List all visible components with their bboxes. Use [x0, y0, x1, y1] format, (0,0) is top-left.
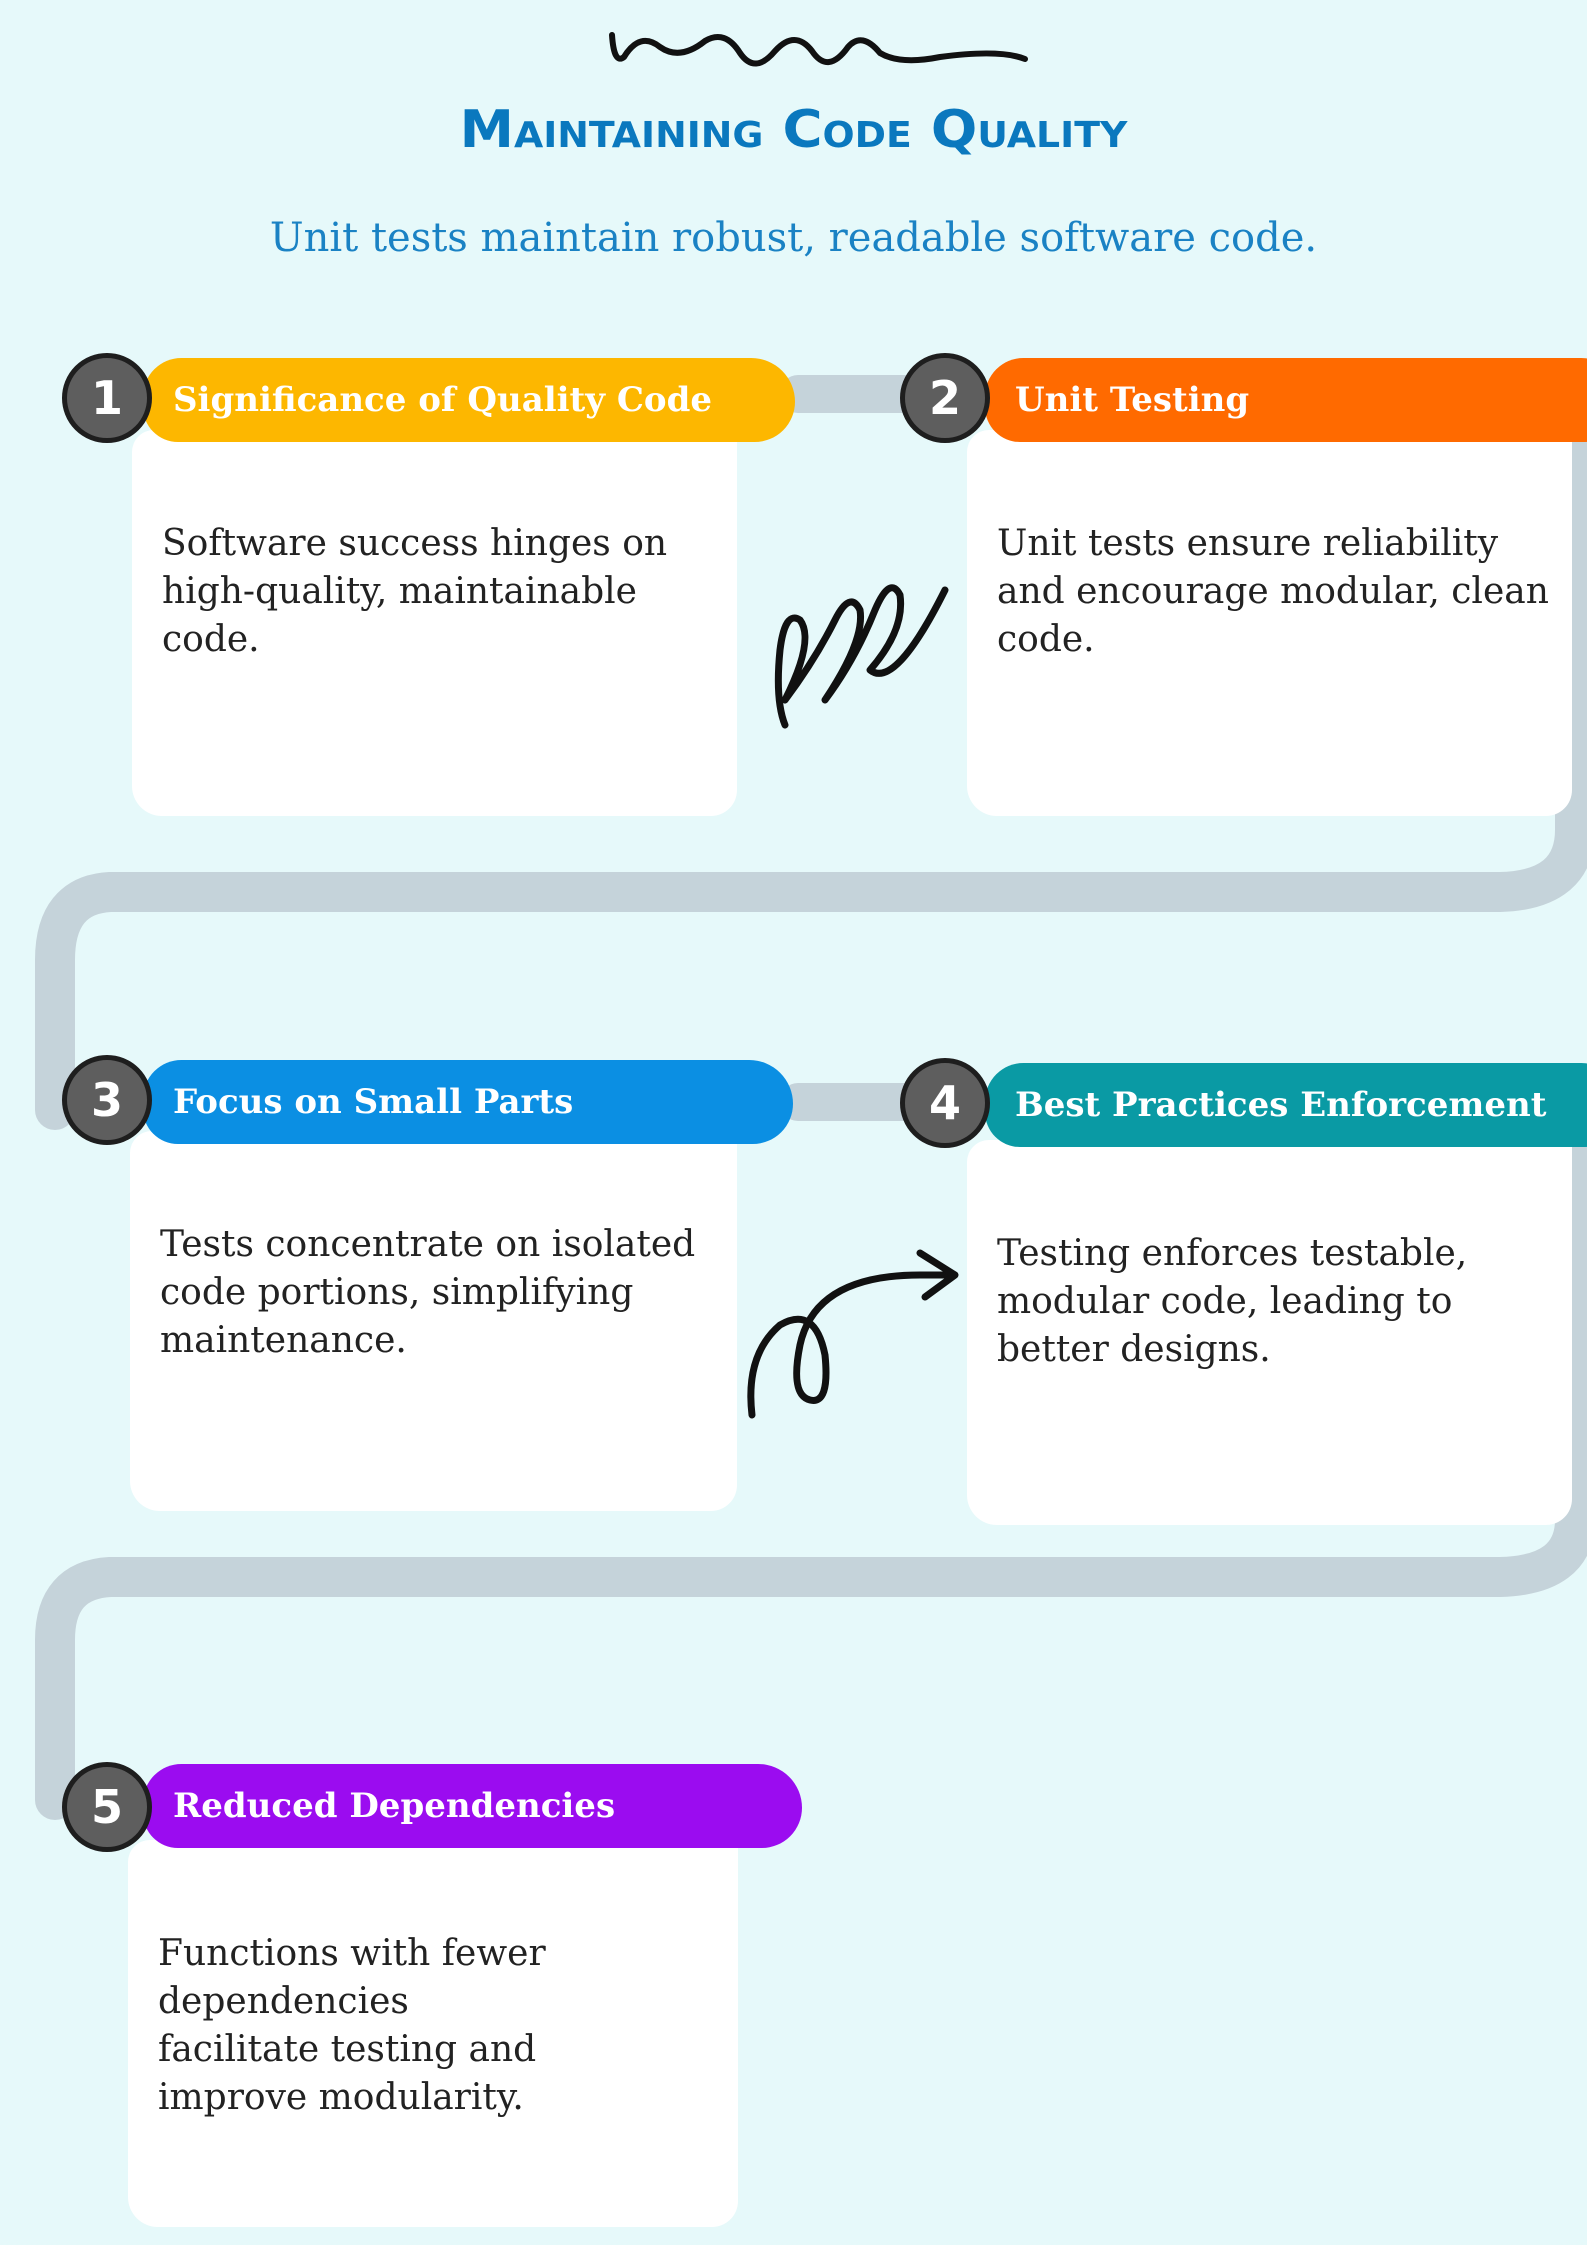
squiggle-icon	[609, 32, 1028, 67]
step-2-card: Unit tests ensure reliability and encour…	[967, 430, 1572, 816]
step-3-number: 3	[62, 1055, 152, 1145]
page-title: Maintaining Code Quality	[459, 100, 1128, 160]
step-2-body: Unit tests ensure reliability and encour…	[997, 523, 1549, 660]
step-3-body: Tests concentrate on isolated code porti…	[160, 1224, 696, 1361]
page-subtitle: Unit tests maintain robust, readable sof…	[269, 215, 1318, 261]
loops-icon	[774, 584, 949, 729]
curly-arrow-icon	[747, 1249, 959, 1419]
step-3-card: Tests concentrate on isolated code porti…	[130, 1131, 737, 1511]
step-3-banner: Focus on Small Parts	[143, 1060, 793, 1144]
step-1-body: Software success hinges on high-quality,…	[162, 523, 668, 660]
step-3-title: Focus on Small Parts	[173, 1082, 574, 1122]
step-5-banner: Reduced Dependencies	[143, 1764, 802, 1848]
step-2-number: 2	[900, 353, 990, 443]
step-4-number: 4	[900, 1058, 990, 1148]
step-4-banner: Best Practices Enforcement	[985, 1063, 1587, 1147]
step-4-card: Testing enforces testable, modular code,…	[967, 1140, 1572, 1525]
step-1-title: Significance of Quality Code	[173, 380, 713, 420]
step-5-card: Functions with fewer dependencies facili…	[128, 1840, 738, 2227]
step-4-body: Testing enforces testable, modular code,…	[997, 1233, 1468, 1370]
step-5-number: 5	[62, 1762, 152, 1852]
step-1-number: 1	[62, 353, 152, 443]
step-2-banner: Unit Testing	[985, 358, 1587, 442]
step-1-card: Software success hinges on high-quality,…	[132, 430, 737, 816]
step-5-body: Functions with fewer dependencies facili…	[158, 1933, 546, 2118]
step-5-title: Reduced Dependencies	[173, 1786, 616, 1826]
step-2-title: Unit Testing	[1015, 380, 1250, 420]
step-1-banner: Significance of Quality Code	[143, 358, 795, 442]
step-4-title: Best Practices Enforcement	[1015, 1085, 1547, 1125]
